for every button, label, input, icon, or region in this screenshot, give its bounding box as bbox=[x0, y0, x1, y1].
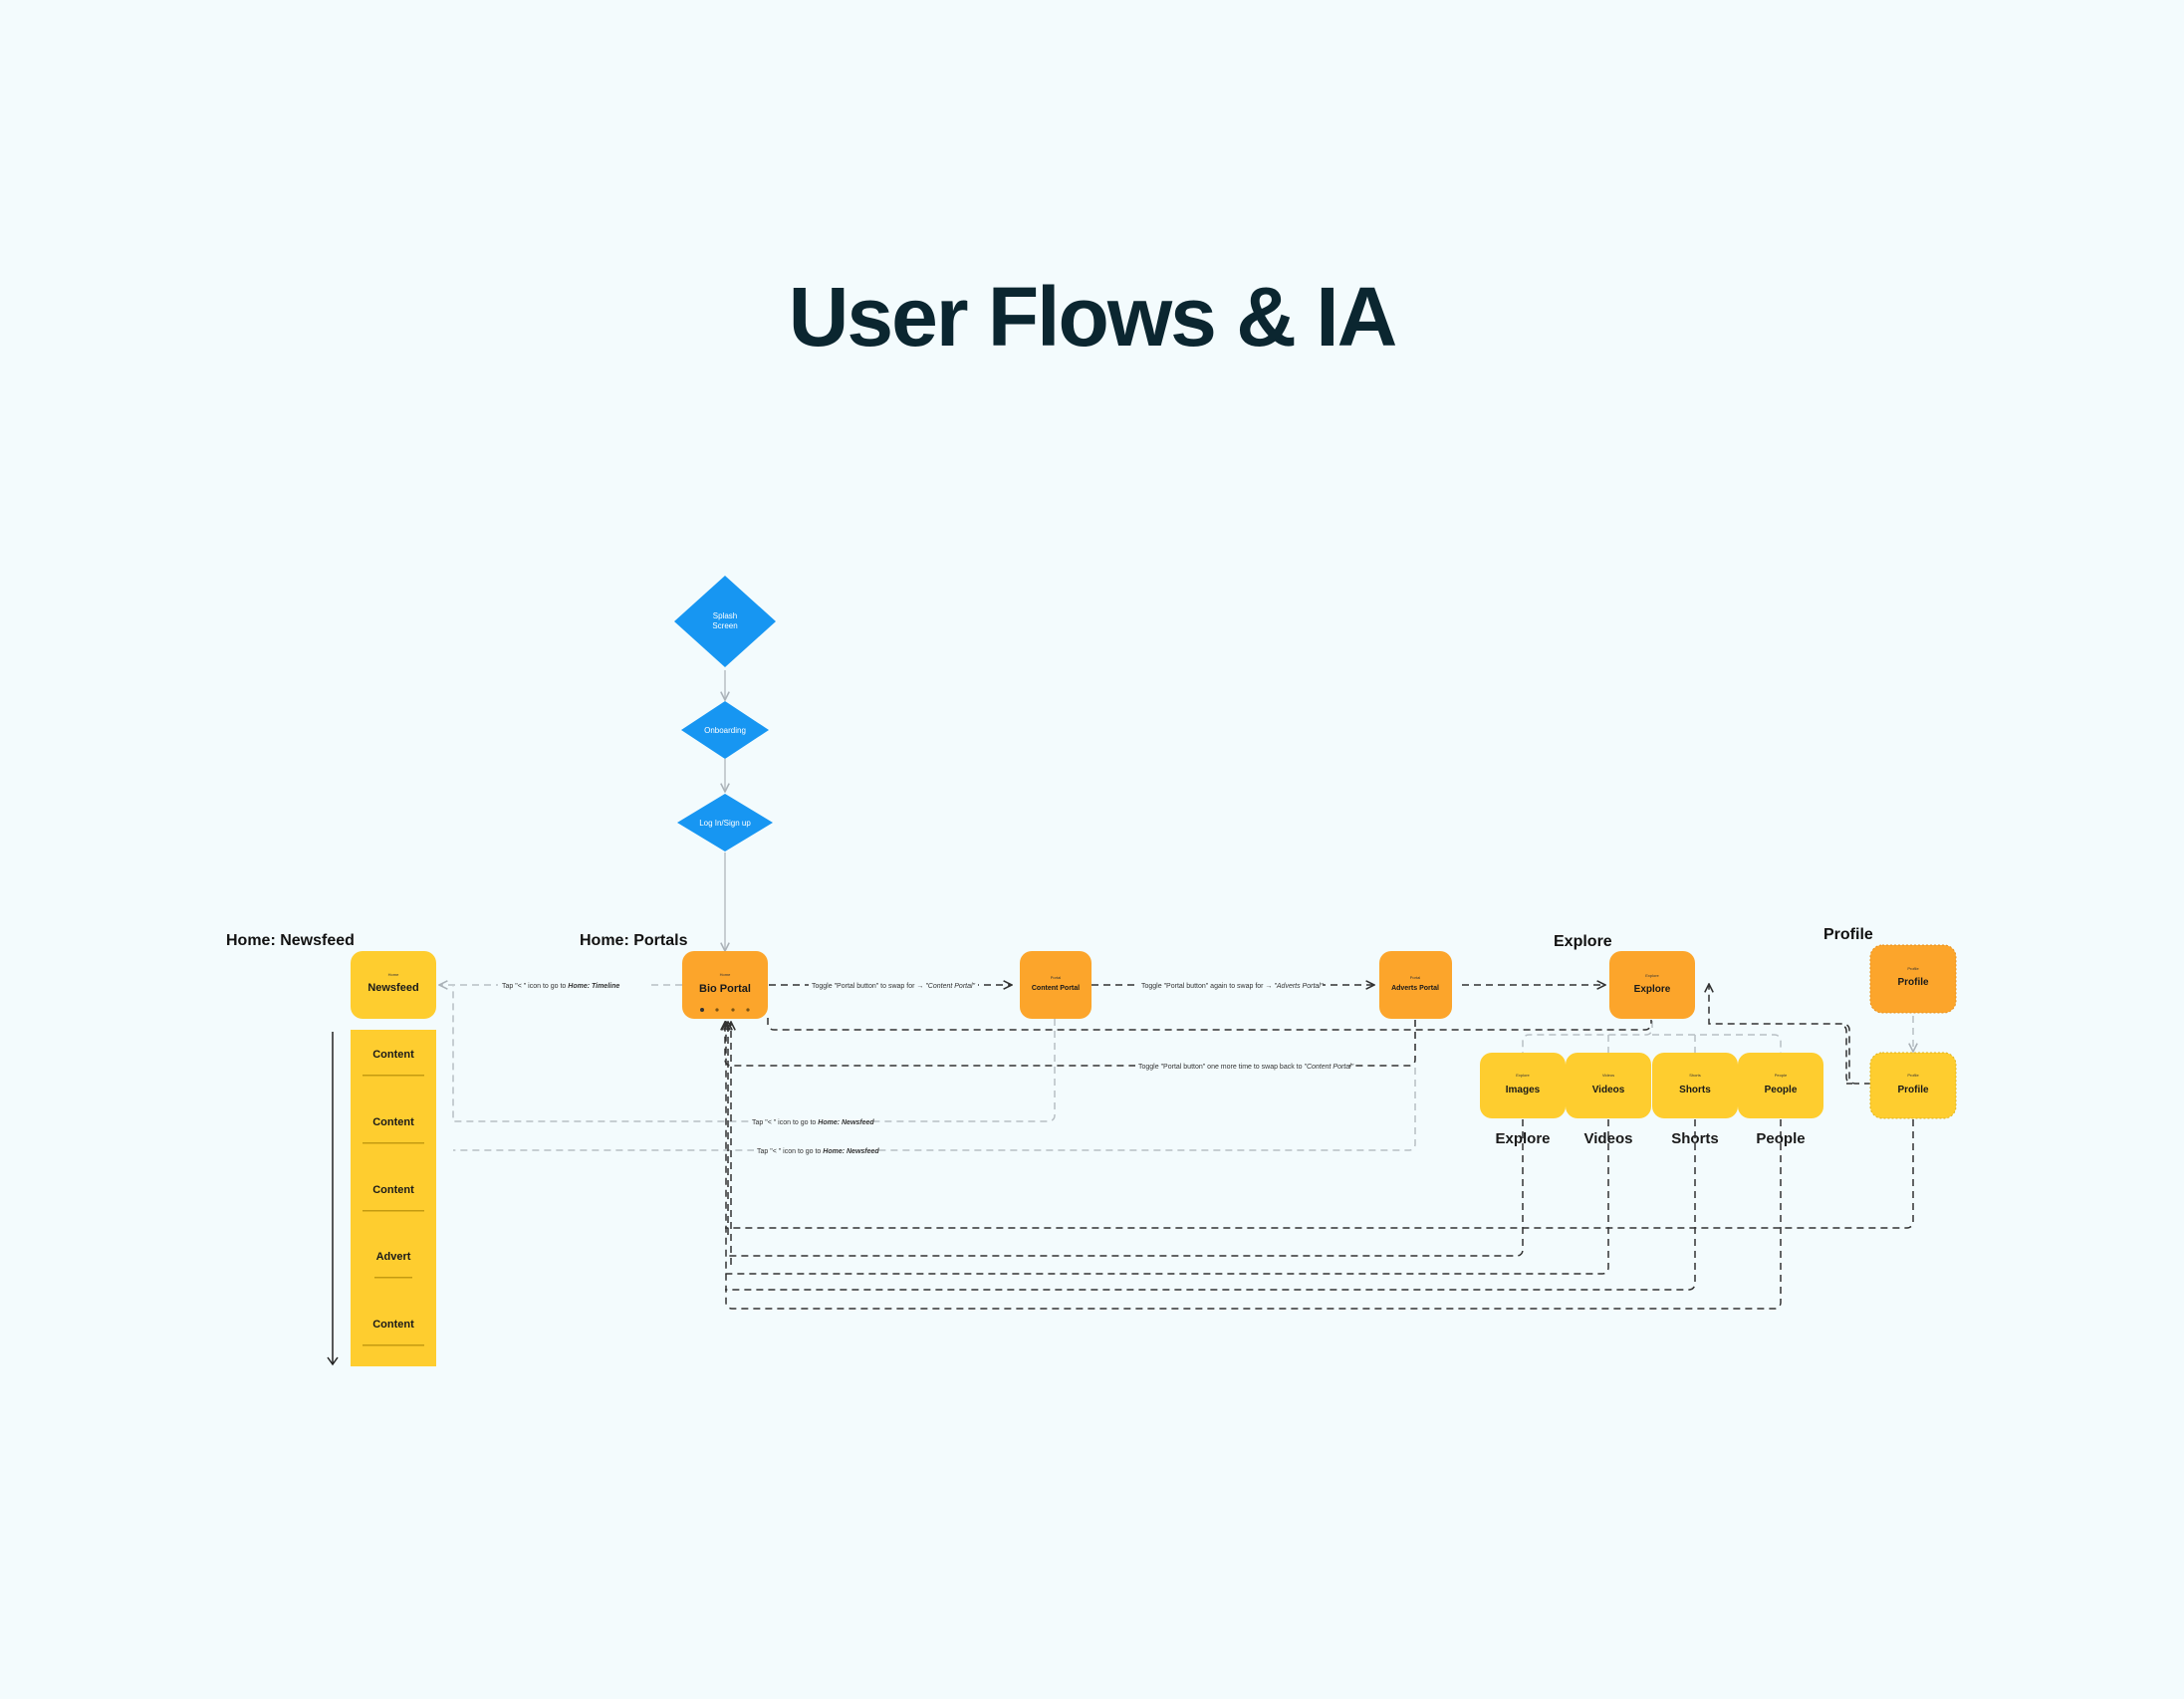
explore-label: Explore bbox=[1634, 984, 1671, 995]
splash-screen-node[interactable]: Splash Screen bbox=[674, 576, 776, 667]
section-heading-portals: Home: Portals bbox=[580, 932, 688, 949]
list-item[interactable]: Content bbox=[363, 1184, 424, 1212]
newsfeed-list-background bbox=[351, 1030, 436, 1366]
newsfeed-caption: Home bbox=[388, 972, 399, 977]
list-item-meta bbox=[363, 1210, 424, 1212]
portal-tab-icons bbox=[700, 1008, 750, 1012]
splash-label-line1: Splash bbox=[713, 611, 737, 620]
explore-node[interactable]: Explore Explore bbox=[1609, 951, 1695, 1019]
videos-caption: Videos bbox=[1602, 1073, 1614, 1078]
explore-to-people-line bbox=[1652, 1034, 1782, 1054]
list-item-label: Content bbox=[372, 1184, 414, 1196]
images-sub-label: Explore bbox=[1495, 1130, 1550, 1147]
images-return-line bbox=[725, 1119, 1524, 1257]
bio-portal-node[interactable]: Home Bio Portal bbox=[682, 951, 768, 1019]
list-item[interactable]: Content bbox=[363, 1116, 424, 1144]
people-label: People bbox=[1765, 1085, 1798, 1095]
shorts-caption: Shorts bbox=[1689, 1073, 1701, 1078]
onboarding-label: Onboarding bbox=[704, 726, 746, 735]
profile-bottom-caption: Profile bbox=[1907, 1073, 1919, 1078]
content-portal-label: Content Portal bbox=[1032, 985, 1080, 992]
shorts-node[interactable]: Shorts Shorts bbox=[1652, 1053, 1738, 1118]
adverts-to-newsfeed-line bbox=[453, 1020, 1416, 1151]
content-portal-node[interactable]: Portal Content Portal bbox=[1020, 951, 1092, 1019]
shorts-sub-label: Shorts bbox=[1671, 1130, 1719, 1147]
list-item-label: Content bbox=[372, 1049, 414, 1061]
list-item-meta bbox=[363, 1075, 424, 1077]
list-item-meta bbox=[363, 1344, 424, 1346]
adverts-portal-label: Adverts Portal bbox=[1391, 985, 1439, 992]
adverts-back-to-content-arrow bbox=[725, 1020, 1416, 1067]
people-sub-label: People bbox=[1756, 1130, 1805, 1147]
newsfeed-label: Newsfeed bbox=[367, 982, 418, 994]
list-item[interactable]: Content bbox=[363, 1319, 424, 1346]
list-item-meta bbox=[363, 1142, 424, 1144]
adverts-portal-node[interactable]: Portal Adverts Portal bbox=[1379, 951, 1452, 1019]
section-heading-explore: Explore bbox=[1554, 933, 1612, 950]
profile-bottom-node[interactable]: Profile Profile bbox=[1869, 1052, 1957, 1119]
profile-top-node[interactable]: Profile Profile bbox=[1869, 944, 1957, 1014]
list-item-label: Content bbox=[372, 1116, 414, 1128]
profile-bottom-label: Profile bbox=[1897, 1085, 1929, 1095]
splash-label-line2: Screen bbox=[712, 621, 737, 630]
videos-node[interactable]: Videos Videos bbox=[1566, 1053, 1651, 1118]
people-node[interactable]: People People bbox=[1738, 1053, 1823, 1118]
page-title: User Flows & IA bbox=[788, 270, 1397, 364]
profile-link-1 bbox=[1839, 1024, 1853, 1085]
edge-label-newsfeed-1: Tap "< " icon to go to Home: Newsfeed bbox=[752, 1119, 874, 1126]
dark-dashed-connectors bbox=[725, 984, 1914, 1310]
videos-sub-label: Videos bbox=[1584, 1130, 1633, 1147]
list-item-label: Content bbox=[372, 1319, 414, 1331]
people-return-arrow bbox=[726, 1022, 1782, 1310]
edge-label-toggle-content: Toggle "Portal button" to swap for → "Co… bbox=[812, 983, 976, 990]
images-caption: Explore bbox=[1516, 1073, 1530, 1078]
section-heading-profile: Profile bbox=[1823, 926, 1873, 943]
images-node[interactable]: Explore Images bbox=[1480, 1053, 1566, 1118]
scroll-down-arrow-icon bbox=[327, 1032, 339, 1366]
bio-to-explore-line bbox=[767, 1018, 1652, 1031]
edge-labels: Tap "< " icon to go to Home: Timeline To… bbox=[498, 979, 1354, 1156]
shorts-return-line bbox=[725, 1119, 1696, 1291]
profile-return-line bbox=[725, 1119, 1914, 1229]
bio-portal-label: Bio Portal bbox=[699, 983, 751, 995]
explore-caption: Explore bbox=[1645, 973, 1659, 978]
edge-label-timeline: Tap "< " icon to go to Home: Timeline bbox=[502, 983, 619, 990]
list-item-meta bbox=[374, 1277, 412, 1279]
list-item[interactable]: Content bbox=[363, 1049, 424, 1077]
content-portal-caption: Portal bbox=[1051, 975, 1062, 980]
edge-label-toggle-adverts: Toggle "Portal button" again to swap for… bbox=[1141, 983, 1324, 990]
profile-to-explore-arrow bbox=[1709, 984, 1871, 1085]
newsfeed-node[interactable]: Home Newsfeed bbox=[351, 951, 436, 1019]
login-signup-node[interactable]: Log In/Sign up bbox=[677, 794, 773, 851]
edge-label-toggle-back: Toggle "Portal button" one more time to … bbox=[1138, 1064, 1354, 1071]
adverts-portal-caption: Portal bbox=[1410, 975, 1421, 980]
login-label: Log In/Sign up bbox=[699, 819, 751, 828]
list-item-label: Advert bbox=[376, 1251, 411, 1263]
people-caption: People bbox=[1775, 1073, 1788, 1078]
newsfeed-list: Content Content Content Advert Content bbox=[351, 1030, 436, 1366]
videos-label: Videos bbox=[1592, 1085, 1625, 1095]
videos-return-line bbox=[725, 1119, 1609, 1275]
explore-to-images-line bbox=[1522, 1021, 1653, 1054]
onboarding-node[interactable]: Onboarding bbox=[681, 701, 769, 759]
section-heading-newsfeed: Home: Newsfeed bbox=[226, 932, 355, 949]
shorts-label: Shorts bbox=[1679, 1085, 1711, 1095]
images-label: Images bbox=[1506, 1085, 1541, 1095]
profile-top-label: Profile bbox=[1897, 977, 1929, 988]
edge-label-newsfeed-2: Tap "< " icon to go to Home: Newsfeed bbox=[757, 1148, 879, 1155]
profile-top-caption: Profile bbox=[1907, 966, 1919, 971]
bio-portal-caption: Home bbox=[720, 972, 731, 977]
list-item[interactable]: Advert bbox=[374, 1251, 412, 1279]
